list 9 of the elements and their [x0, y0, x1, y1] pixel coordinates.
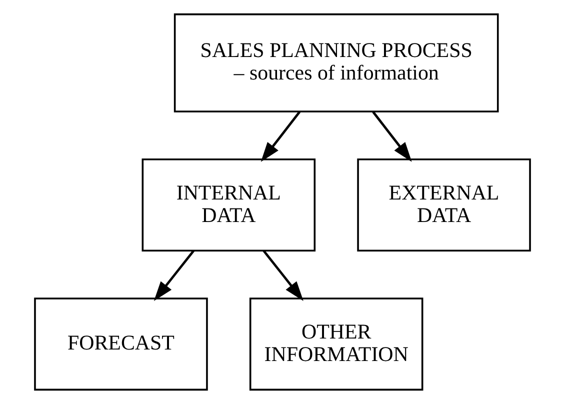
- node-box: SALES PLANNING PROCESS – sources of information: [173, 13, 498, 112]
- node-box: INTERNAL DATA: [141, 158, 316, 252]
- arrow: [260, 111, 300, 162]
- node-box: EXTERNAL DATA: [356, 158, 530, 252]
- node-box: OTHER INFORMATION: [248, 298, 423, 391]
- arrow: [372, 111, 412, 162]
- arrow: [153, 250, 194, 301]
- node-box: FORECAST: [34, 298, 208, 391]
- arrow: [262, 250, 303, 301]
